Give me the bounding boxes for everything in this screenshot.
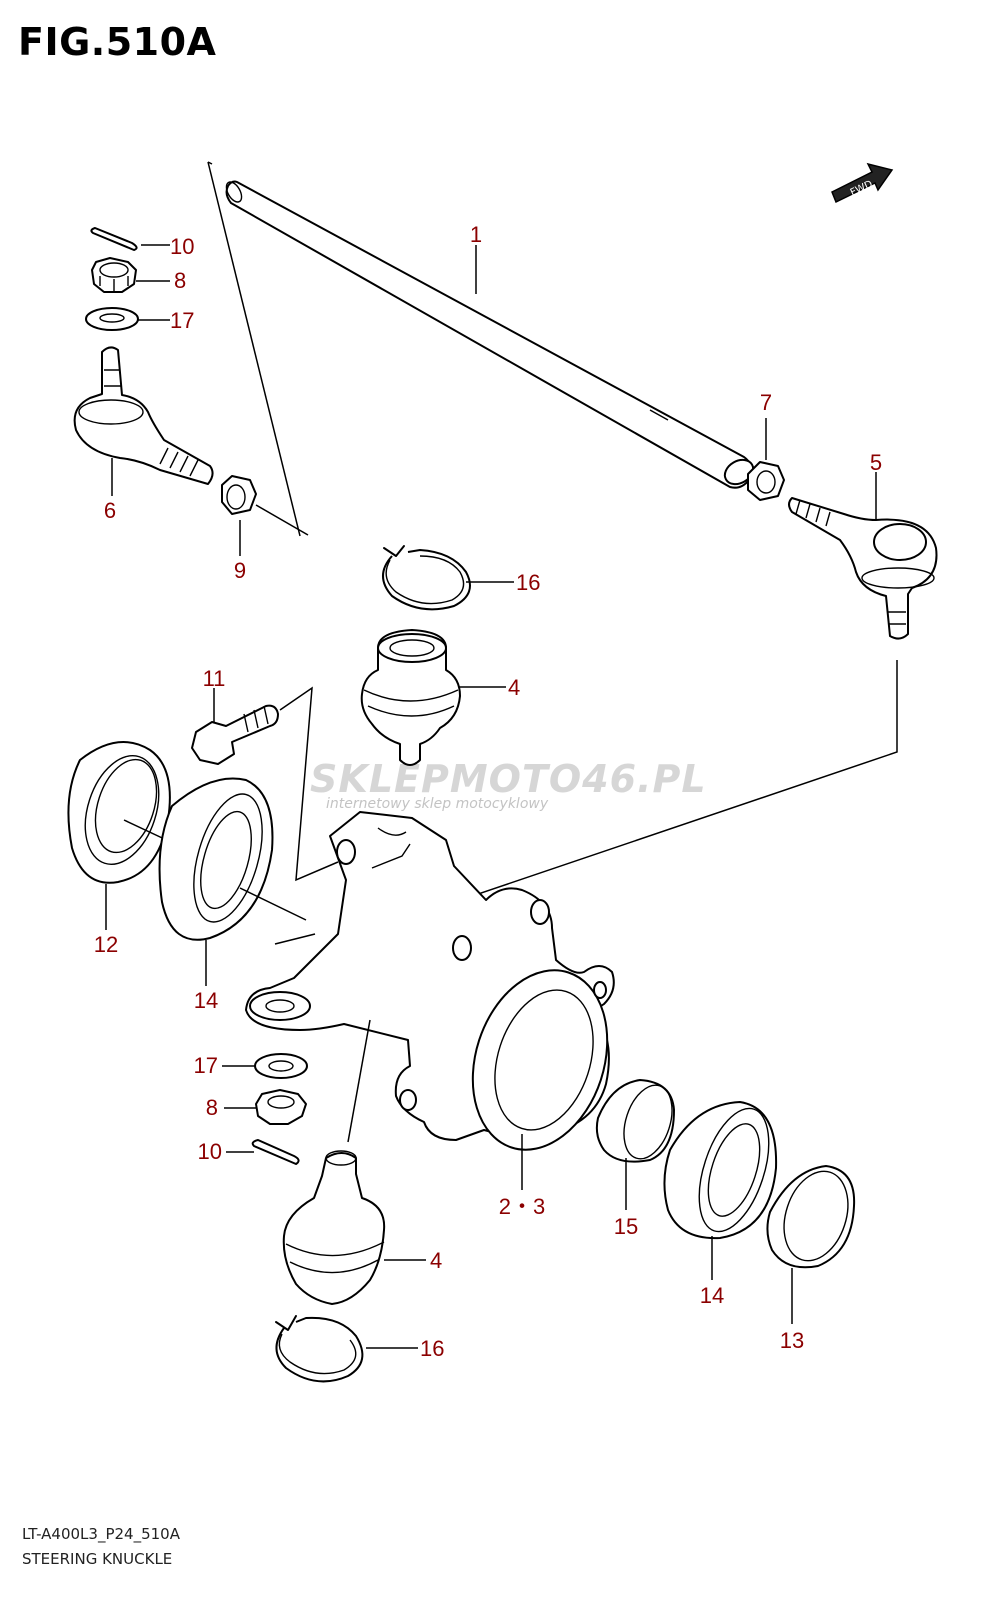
tie-rod-part[interactable] (223, 179, 757, 489)
nut-9-part[interactable] (221, 475, 257, 515)
cotter-pin-top-part[interactable] (90, 227, 138, 251)
callout-4-top: 4 (508, 675, 520, 700)
fwd-arrow-icon: FWD (831, 162, 894, 204)
washer-top-part[interactable] (85, 307, 139, 331)
castle-nut-lower-part[interactable] (255, 1089, 307, 1125)
bearing-14-right-part[interactable] (663, 1100, 782, 1240)
circlip-lower-part[interactable] (275, 1315, 364, 1383)
watermark-logo: SKLEPMOTO46.PL (310, 757, 707, 801)
callout-17-top: 17 (170, 308, 194, 333)
watermark-tagline: internetowy sklep motocyklowy (326, 796, 549, 812)
callout-17-lower: 17 (194, 1053, 218, 1078)
circlip-top-part[interactable] (382, 545, 471, 611)
callout-2-3: 2・3 (499, 1194, 545, 1219)
tie-rod-end-right-part[interactable] (788, 497, 938, 640)
ball-joint-top-part[interactable] (360, 629, 461, 766)
ball-joint-lower-part[interactable] (282, 1150, 386, 1305)
callout-14-left: 14 (194, 988, 218, 1013)
oil-seal-13-part[interactable] (766, 1163, 858, 1269)
callout-15: 15 (614, 1214, 638, 1239)
callout-11: 11 (203, 666, 226, 691)
nut-7-part[interactable] (747, 461, 785, 501)
callout-7: 7 (760, 390, 772, 415)
washer-lower-part[interactable] (254, 1053, 308, 1079)
callout-10-top: 10 (170, 234, 194, 259)
callout-1: 1 (470, 222, 482, 247)
callout-10-lower: 10 (198, 1139, 222, 1164)
callout-8-top: 8 (174, 268, 186, 293)
callout-4-lower: 4 (430, 1248, 442, 1273)
callout-5: 5 (870, 450, 882, 475)
spacer-15-part[interactable] (595, 1079, 681, 1165)
callout-6: 6 (104, 498, 116, 523)
figure-title: FIG.510A (18, 20, 217, 64)
callout-9: 9 (234, 558, 246, 583)
oil-seal-12-part[interactable] (67, 741, 171, 884)
bearing-14-left-part[interactable] (158, 777, 275, 941)
callout-16-top: 16 (516, 570, 540, 595)
tie-rod-end-left-part[interactable] (73, 346, 214, 485)
callout-13: 13 (780, 1328, 804, 1353)
cotter-pin-lower-part[interactable] (251, 1139, 300, 1165)
bolt-11-part[interactable] (191, 704, 279, 765)
callout-12: 12 (94, 932, 118, 957)
callout-16-lower: 16 (420, 1336, 444, 1361)
callout-8-lower: 8 (206, 1095, 218, 1120)
steering-knuckle-part[interactable] (245, 811, 629, 1167)
figure-code: LT-A400L3_P24_510A (22, 1525, 180, 1543)
figure-name: STEERING KNUCKLE (22, 1550, 173, 1568)
castle-nut-top-part[interactable] (91, 257, 137, 293)
callout-14-right: 14 (700, 1283, 724, 1308)
